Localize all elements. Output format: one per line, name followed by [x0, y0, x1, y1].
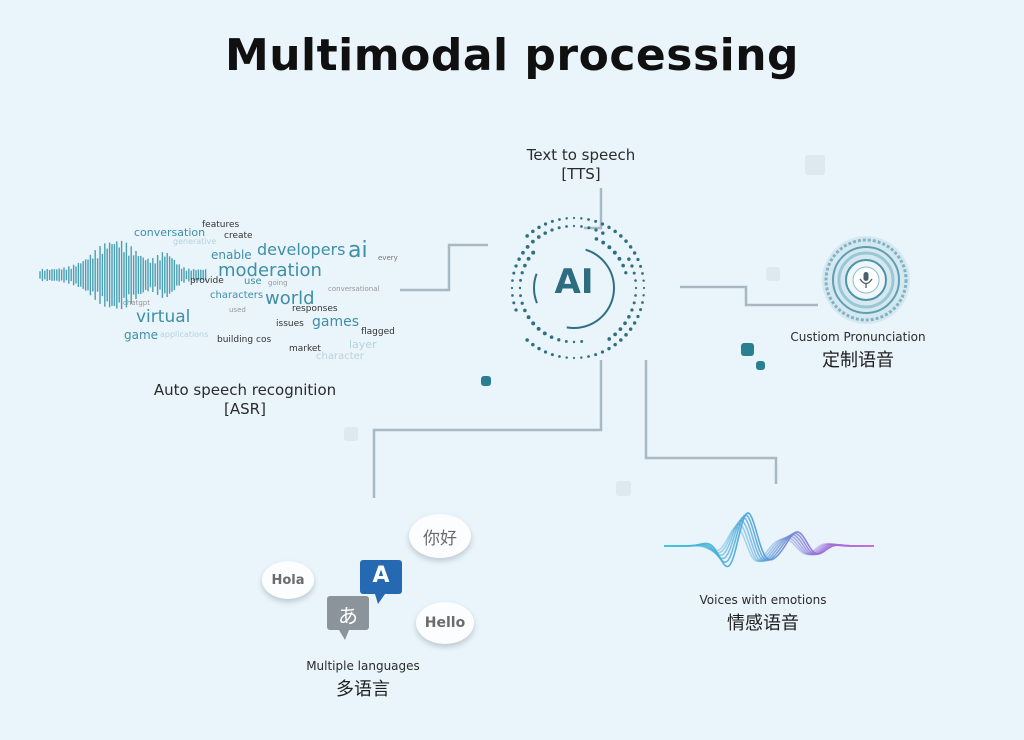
word-cloud-word: chatgpt: [123, 299, 150, 307]
languages-label: Multiple languages 多语言: [283, 659, 443, 701]
word-cloud-word: virtual: [136, 307, 191, 327]
emotion-label: Voices with emotions 情感语音: [678, 593, 848, 635]
asr-word-cloud: [0, 0, 1, 1]
word-cloud-word: applications: [160, 330, 209, 339]
decor-square: [756, 361, 765, 370]
hola-bubble: Hola: [262, 561, 314, 599]
asr-label: Auto speech recognition [ASR]: [130, 381, 360, 419]
word-cloud-word: responses: [292, 304, 338, 314]
word-cloud-word: use: [244, 276, 262, 287]
ai-ring-graphic: [510, 216, 646, 360]
languages-zh: 多语言: [336, 679, 390, 700]
word-cloud-word: building: [217, 335, 254, 345]
word-cloud-word: flagged: [361, 327, 395, 337]
decor-square: [481, 376, 491, 386]
custom-pronunciation-zh: 定制语音: [822, 350, 894, 371]
word-cloud-word: issues: [276, 319, 304, 329]
asr-abbr: [ASR]: [224, 400, 266, 418]
hello-bubble: Hello: [416, 602, 474, 644]
word-cloud-word: moderation: [218, 260, 322, 281]
word-cloud-word: conversational: [328, 285, 380, 293]
word-cloud-word: characters: [210, 290, 264, 301]
word-cloud-word: market: [289, 344, 321, 354]
tts-label: Text to speech [TTS]: [501, 146, 661, 184]
word-cloud-word: features: [202, 220, 240, 230]
ai-center-text: AI: [554, 262, 594, 302]
word-cloud-word: world: [265, 288, 315, 309]
word-cloud-word: every: [378, 254, 398, 262]
word-cloud-word: character: [316, 351, 364, 362]
decor-square: [741, 343, 754, 356]
custom-pronunciation-en: Custiom Pronunciation: [790, 330, 926, 344]
word-cloud-word: layer: [349, 338, 377, 351]
word-cloud-word: create: [224, 231, 253, 241]
decor-square: [805, 155, 825, 175]
decor-square: [616, 481, 631, 496]
translate-icon: [327, 560, 402, 640]
word-cloud-word: game: [124, 328, 159, 342]
tts-title: Text to speech: [526, 146, 636, 164]
custom-pronunciation-label: Custiom Pronunciation 定制语音: [778, 330, 938, 372]
asr-waveform-icon: [39, 240, 207, 310]
asr-title: Auto speech recognition: [153, 381, 337, 399]
word-cloud-word: conversation: [134, 226, 206, 239]
word-cloud-word: going: [268, 279, 288, 287]
translate-icon-a: A: [372, 563, 390, 588]
languages-en: Multiple languages: [306, 659, 420, 673]
word-cloud-word: games: [312, 314, 360, 330]
word-cloud-word: enable: [211, 248, 252, 262]
word-cloud-word: used: [229, 306, 246, 314]
word-cloud-word: provide: [190, 276, 224, 286]
word-cloud-word: developers: [257, 240, 346, 259]
custom-pronunciation-icon: [822, 236, 910, 324]
tts-abbr: [TTS]: [561, 165, 601, 183]
emotion-wave-icon: [664, 511, 874, 568]
decor-square: [766, 267, 780, 281]
word-cloud-word: cos: [256, 335, 272, 345]
word-cloud-word: generative: [173, 237, 217, 246]
nihao-bubble: 你好: [409, 514, 471, 558]
emotion-zh: 情感语音: [727, 613, 799, 634]
translate-icon-jp: あ: [338, 604, 358, 628]
emotion-en: Voices with emotions: [699, 593, 827, 607]
decor-square: [344, 427, 358, 441]
word-cloud-word: ai: [348, 238, 368, 263]
page-title: Multimodal processing: [224, 30, 800, 81]
